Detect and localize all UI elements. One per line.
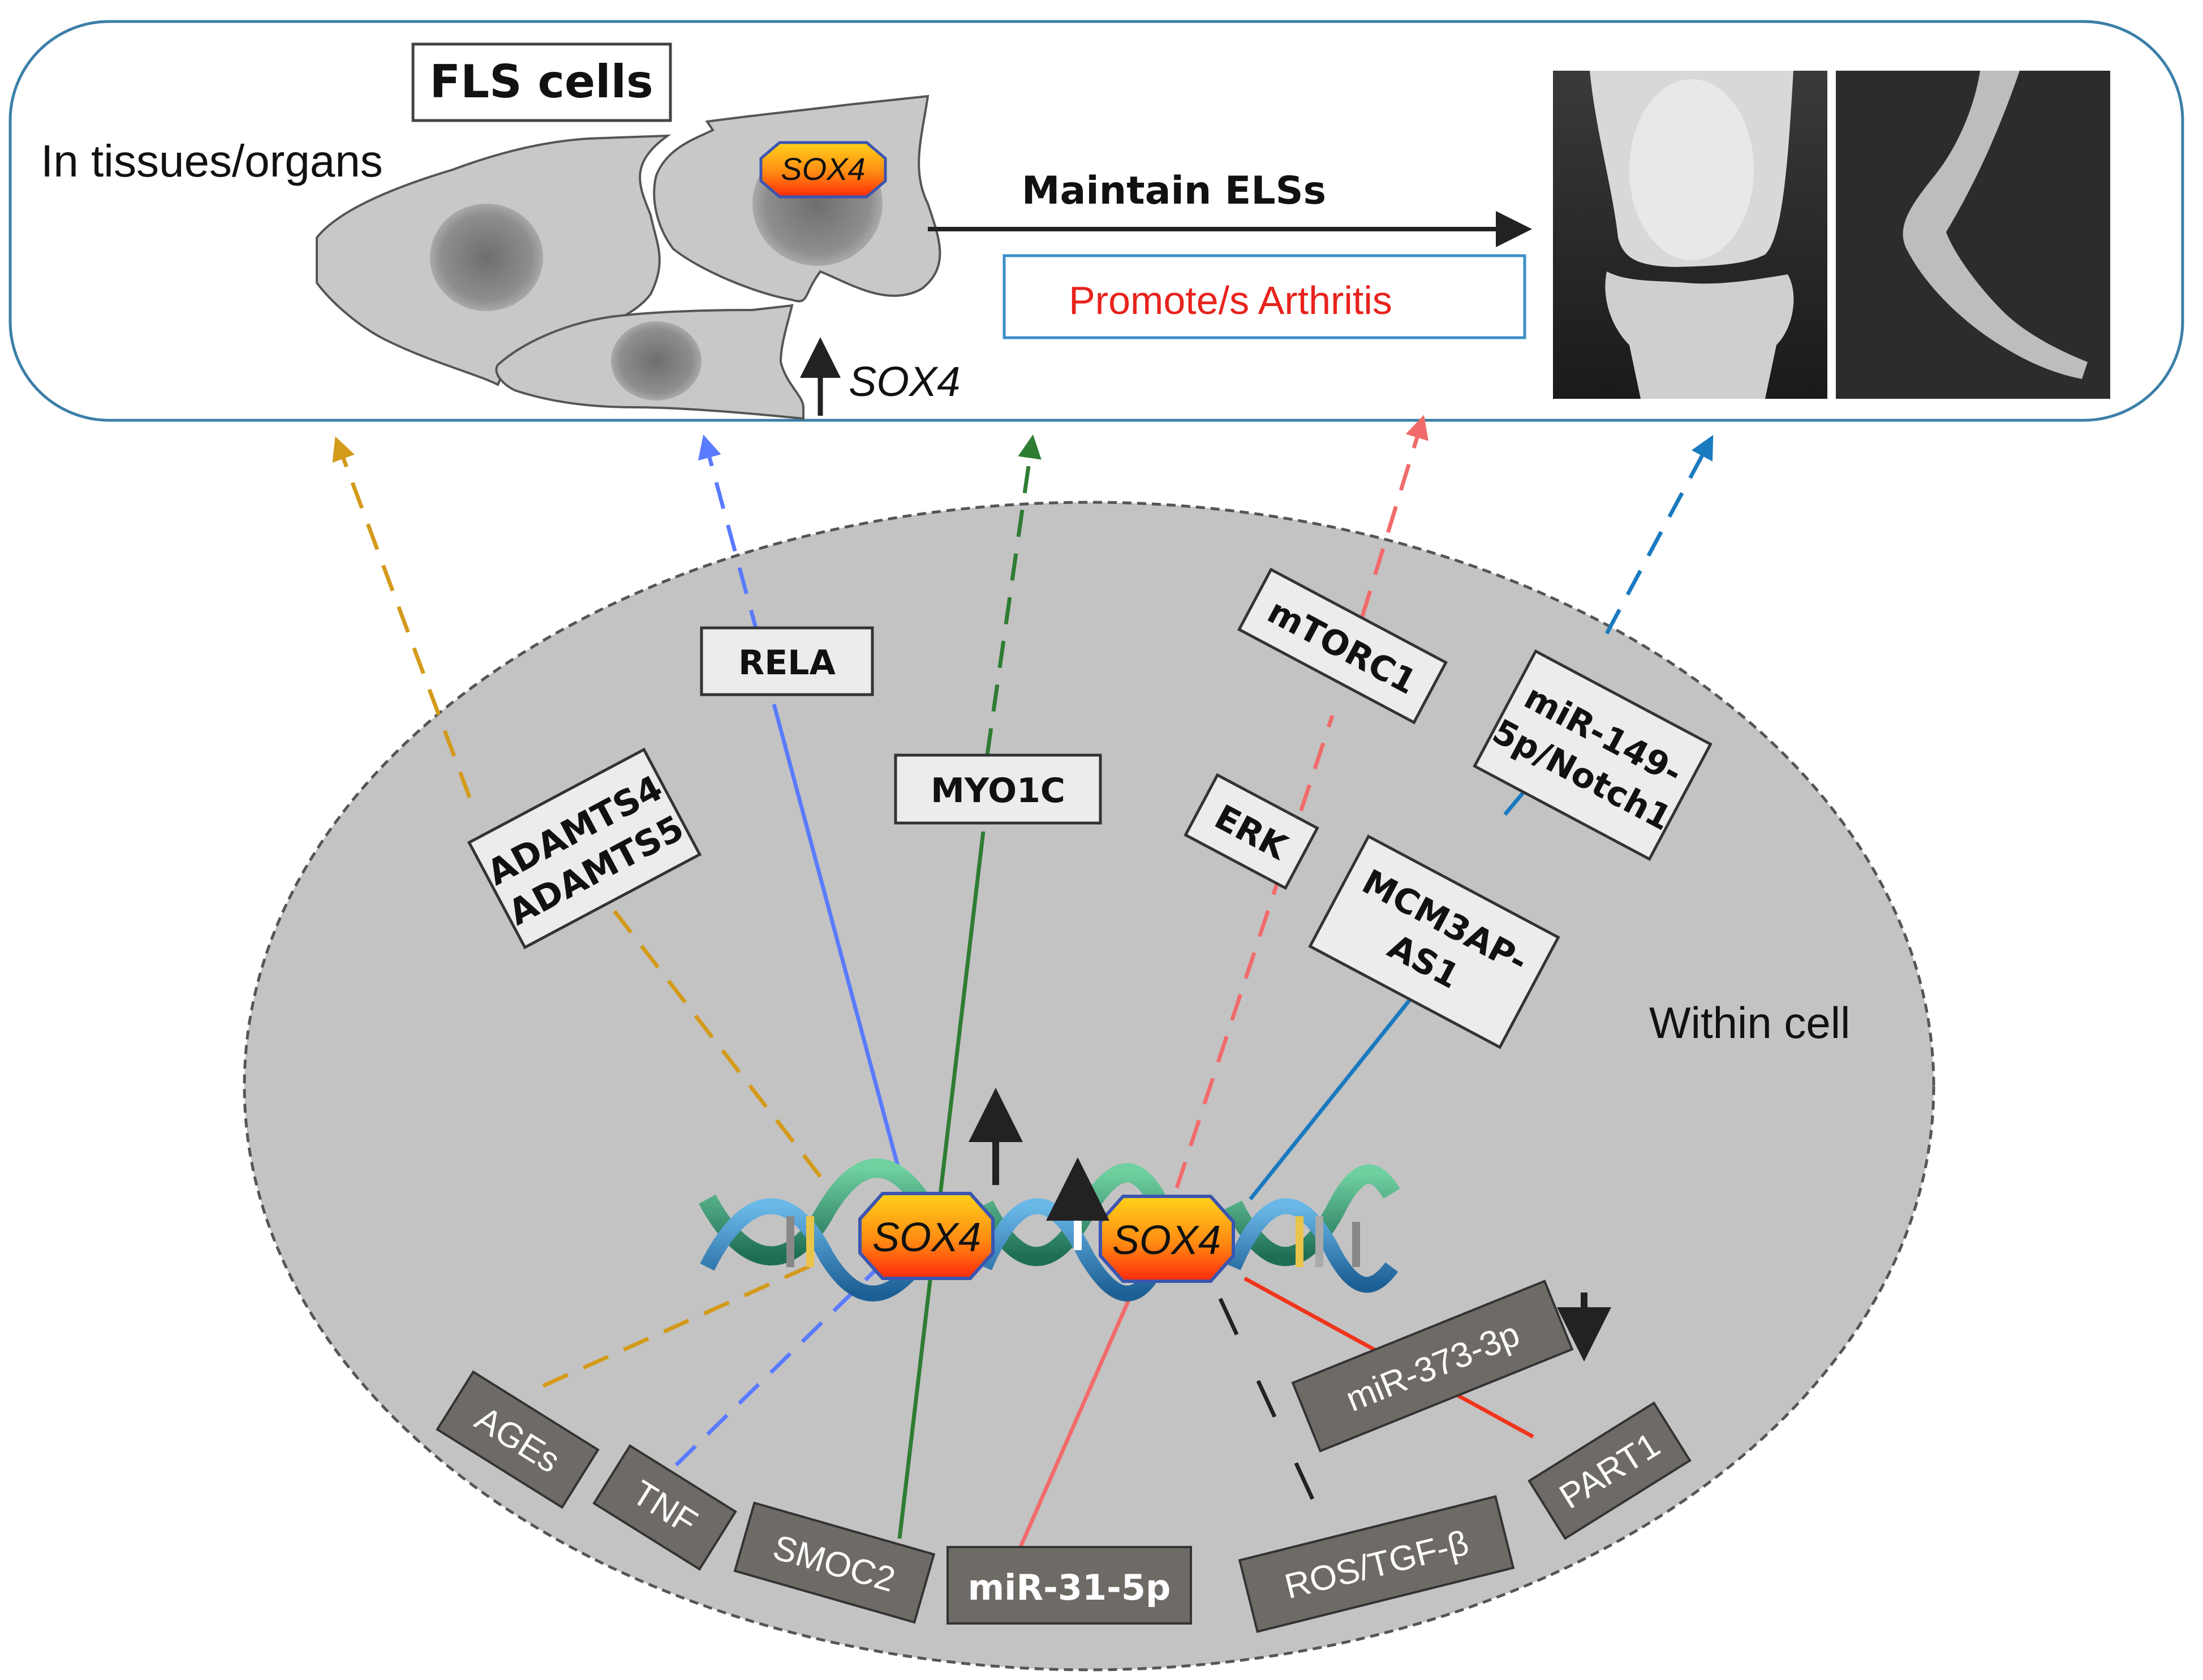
- fls-cells-label: FLS cells: [429, 55, 653, 108]
- fls-cells-label-box: [411, 42, 672, 122]
- nucleus-sox4-badge: [759, 141, 887, 199]
- fls-nucleus-bottom: [611, 321, 702, 400]
- dna-helix: [699, 1158, 1400, 1302]
- outcome-label: Promote/s Arthritis: [1069, 278, 1392, 322]
- myo1c-label: MYO1C: [931, 771, 1065, 811]
- dna-sox4-badge-left: [858, 1192, 995, 1280]
- mir31-label: miR-31-5p: [968, 1567, 1171, 1608]
- nucleus-sox4-label: SOX4: [781, 151, 865, 187]
- rela-box: RELA: [700, 626, 874, 696]
- cell-panel: Within cell: [243, 415, 1935, 1672]
- mir31-box: miR-31-5p: [946, 1546, 1192, 1625]
- fls-cell-right: SOX4: [653, 94, 941, 303]
- tnf-box: TNF: [592, 1444, 737, 1571]
- dna-sox4-label-left: SOX4: [872, 1215, 981, 1260]
- dna-sox4-badge-right: [1099, 1195, 1235, 1283]
- ros-tgf-pathway: [1211, 1283, 1315, 1500]
- mir31-mtorc1-pathway: [1013, 415, 1428, 1560]
- paw-xray-image: [1836, 71, 2110, 399]
- fls-cell-bottom: [495, 304, 804, 420]
- within-cell-label: Within cell: [1649, 998, 1850, 1048]
- tnf-rela-pathway: [674, 434, 907, 1467]
- erk-box: ERK: [1184, 773, 1319, 890]
- myo1c-box: MYO1C: [894, 753, 1102, 825]
- maintain-els-label: Maintain ELSs: [1022, 169, 1326, 213]
- mir149-box: miR-149- 5p/Notch1: [1473, 649, 1713, 861]
- rela-label: RELA: [738, 643, 836, 683]
- fls-nucleus-left: [430, 204, 543, 311]
- upregulated-sox4-label: SOX4: [849, 358, 960, 405]
- ages-adamts-pathway: [332, 436, 822, 1388]
- dna-sox4-label-right: SOX4: [1112, 1218, 1221, 1263]
- smoc2-box: SMOC2: [733, 1501, 936, 1624]
- ages-box: AGEs: [436, 1370, 600, 1509]
- tissue-panel: In tissues/organs FLS cells SOX4 SOX4 Ma…: [8, 20, 2184, 422]
- outcome-label-box: [1002, 254, 1526, 339]
- smoc2-myo1c-pathway: [897, 434, 1042, 1539]
- cell-body: [243, 501, 1935, 1672]
- knee-xray-image: [1553, 71, 1827, 399]
- tissue-context-label: In tissues/organs: [41, 136, 383, 186]
